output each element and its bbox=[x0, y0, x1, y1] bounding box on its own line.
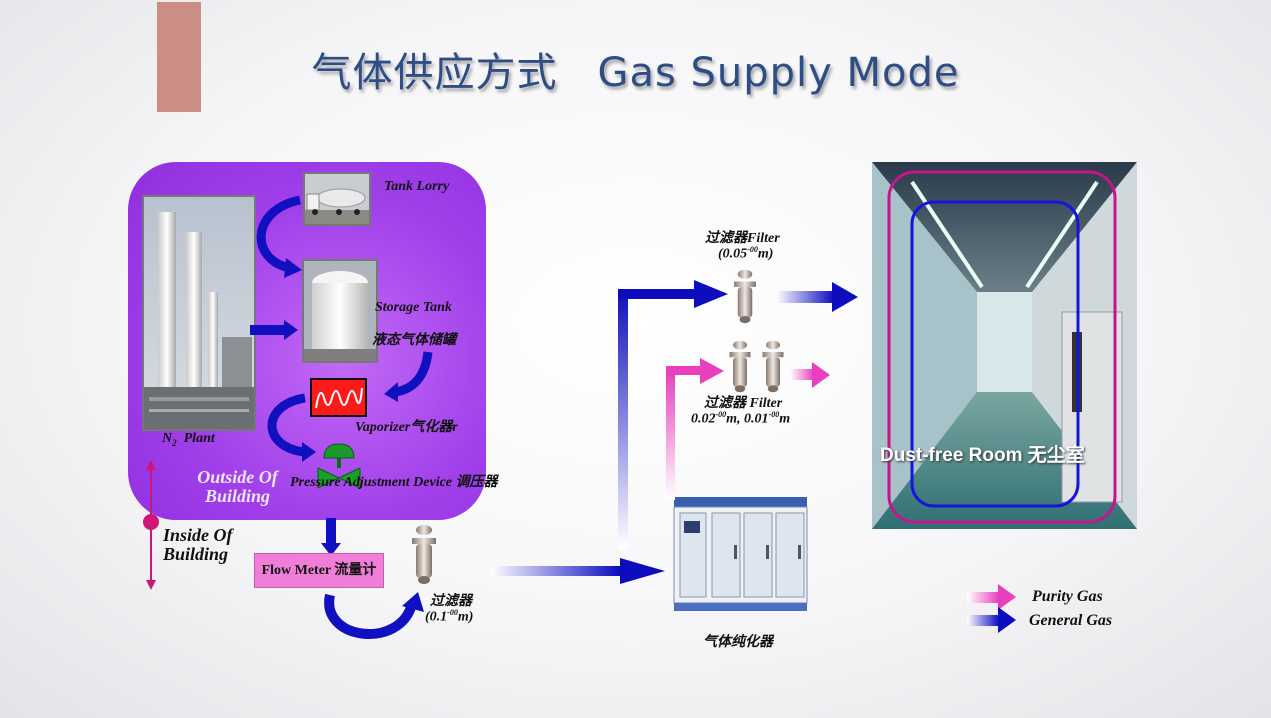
filter-mid-icon-2 bbox=[760, 338, 786, 394]
vaporizer-icon bbox=[310, 378, 367, 417]
dust-free-room-photo bbox=[872, 162, 1137, 529]
n2-plant-prefix: N bbox=[162, 431, 173, 446]
filter-main-label: 过滤器 bbox=[430, 594, 472, 609]
n2-plant-suffix: Plant bbox=[176, 431, 215, 446]
storage-tank-zh-label: 液态气体储罐 bbox=[372, 333, 456, 348]
flow-meter-box: Flow Meter 流量计 bbox=[254, 553, 384, 588]
filter-mid-spec-value-2: m, 0.01 bbox=[726, 411, 769, 427]
storage-tank-illustration bbox=[304, 261, 376, 361]
n2-plant-illustration bbox=[144, 197, 254, 429]
filter-main-spec-unit: m) bbox=[457, 609, 474, 625]
pressure-device-label: Pressure Adjustment Device 调压器 bbox=[290, 475, 498, 490]
filter-main-spec-value: (0.1 bbox=[425, 609, 448, 625]
filter-top-icon bbox=[731, 267, 759, 325]
accent-bar bbox=[157, 2, 201, 112]
vaporizer-label: Vaporizer气化器r bbox=[355, 420, 458, 435]
micron-mark: -00 bbox=[715, 410, 727, 419]
filter-main-icon bbox=[410, 522, 438, 586]
filter-main-spec: (0.1-00m) bbox=[425, 608, 473, 626]
filter-top-spec-unit: m) bbox=[757, 246, 774, 262]
inside-building-line2: Building bbox=[163, 544, 229, 564]
filter-top-label: 过滤器Filter bbox=[705, 231, 780, 246]
storage-tank-photo bbox=[302, 259, 378, 363]
filter-top-spec-value: (0.05 bbox=[718, 246, 748, 262]
tank-lorry-illustration bbox=[305, 174, 369, 224]
inside-building-label: Inside Of Building bbox=[163, 526, 263, 564]
page-title: 气体供应方式 Gas Supply Mode bbox=[0, 40, 1271, 98]
cleanroom-illustration bbox=[872, 162, 1137, 529]
legend-purity-label: Purity Gas bbox=[1032, 588, 1103, 605]
purifier-label: 气体纯化器 bbox=[703, 635, 773, 650]
micron-mark: -00 bbox=[747, 245, 758, 254]
title-zh: 气体供应方式 bbox=[311, 50, 558, 96]
filter-top-spec: (0.05-00m) bbox=[718, 245, 773, 263]
filter-mid-icon-1 bbox=[727, 338, 753, 394]
outside-building-line2: Building bbox=[204, 486, 271, 506]
micron-mark: -00 bbox=[768, 410, 780, 419]
title-en: Gas Supply Mode bbox=[597, 50, 960, 96]
inside-building-line1: Inside Of bbox=[163, 525, 233, 545]
dust-free-room-label: Dust-free Room 无尘室 bbox=[880, 445, 1085, 466]
n2-plant-sub: 2 bbox=[172, 437, 177, 448]
storage-tank-label: Storage Tank bbox=[375, 300, 452, 315]
legend-general-label: General Gas bbox=[1029, 612, 1113, 629]
micron-mark: -00 bbox=[447, 608, 458, 617]
pressure-valve-icon bbox=[316, 440, 362, 490]
outside-building-label: Outside Of Building bbox=[185, 468, 290, 506]
n2-plant-photo bbox=[142, 195, 256, 431]
tank-lorry-photo bbox=[303, 172, 371, 226]
gas-purifier-icon bbox=[672, 495, 809, 613]
filter-mid-spec: 0.02-00m, 0.01-00m bbox=[691, 410, 790, 428]
outside-building-line1: Outside Of bbox=[197, 467, 278, 487]
tank-lorry-label: Tank Lorry bbox=[384, 179, 450, 194]
filter-mid-spec-unit: m bbox=[779, 411, 791, 427]
filter-mid-spec-value-1: 0.02 bbox=[691, 411, 716, 427]
filter-mid-label: 过滤器 Filter bbox=[704, 396, 783, 411]
n2-plant-label: N2 Plant bbox=[162, 431, 215, 448]
